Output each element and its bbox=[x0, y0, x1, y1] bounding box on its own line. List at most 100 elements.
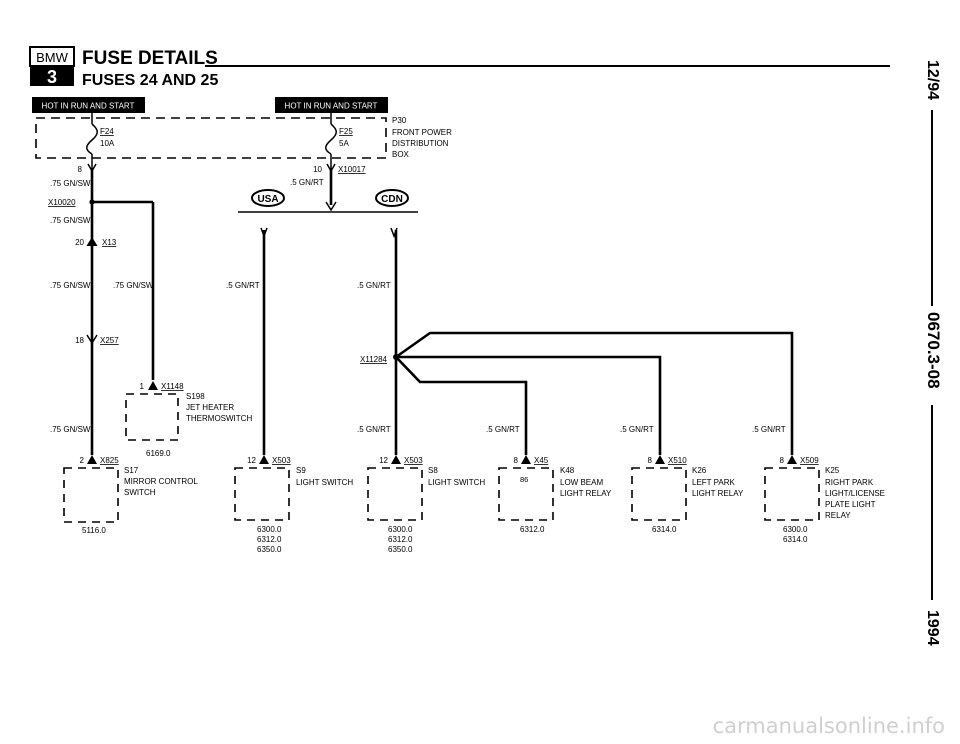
watermark: carmanualsonline.info bbox=[713, 714, 945, 738]
fuse-box-p30 bbox=[35, 117, 387, 159]
side-labels: 12/94 0670.3-08 1994 bbox=[924, 60, 943, 646]
k25-ref-2: 6314.0 bbox=[783, 535, 808, 544]
x1148-pin: 1 bbox=[140, 382, 145, 391]
s9-connector: X503 bbox=[272, 456, 291, 465]
wire-label-f25: .5 GN/RT bbox=[290, 178, 324, 187]
x257-pin: 18 bbox=[75, 336, 84, 345]
k25-ref-1: 6300.0 bbox=[783, 525, 808, 534]
k48-desc-1: LOW BEAM bbox=[560, 478, 603, 487]
k48-ref-1: 6312.0 bbox=[520, 525, 545, 534]
fuse-f24-name: F24 bbox=[100, 127, 114, 136]
banner-right-text: HOT IN RUN AND START bbox=[285, 102, 378, 111]
x825-mark bbox=[87, 455, 97, 464]
k48-inner-pin: 86 bbox=[520, 475, 528, 484]
page-subtitle: FUSES 24 AND 25 bbox=[82, 72, 218, 89]
s17-desc-2: SWITCH bbox=[124, 488, 156, 497]
s8-id: S8 bbox=[428, 466, 438, 475]
s9-ref-2: 6312.0 bbox=[257, 535, 282, 544]
side-doc-number: 0670.3-08 bbox=[924, 312, 943, 389]
s198-ref: 6169.0 bbox=[146, 449, 171, 458]
k26-pin: 8 bbox=[648, 456, 653, 465]
s17-pin: 2 bbox=[80, 456, 85, 465]
k25-desc-4: RELAY bbox=[825, 511, 851, 520]
fuse-box-desc-1: FRONT POWER bbox=[392, 128, 452, 137]
s8-ref-1: 6300.0 bbox=[388, 525, 413, 534]
fuse-f24-rating: 10A bbox=[100, 139, 115, 148]
k48-box bbox=[498, 467, 554, 521]
k48-desc-2: LIGHT RELAY bbox=[560, 489, 612, 498]
side-year: 1994 bbox=[924, 610, 941, 646]
usa-marker bbox=[251, 189, 285, 207]
k48-conn-mark bbox=[521, 455, 531, 464]
fuse-box-desc-3: BOX bbox=[392, 150, 410, 159]
s17-id: S17 bbox=[124, 466, 139, 475]
wire-label-k25: .5 GN/RT bbox=[752, 425, 786, 434]
s9-pin: 12 bbox=[247, 456, 256, 465]
k26-desc-1: LEFT PARK bbox=[692, 478, 735, 487]
s9-conn-mark bbox=[259, 455, 269, 464]
s9-ref-1: 6300.0 bbox=[257, 525, 282, 534]
s17-desc-1: MIRROR CONTROL bbox=[124, 477, 198, 486]
splice-branches bbox=[395, 331, 794, 455]
connector-x13: X13 bbox=[102, 238, 117, 247]
s198-desc-2: THERMOSWITCH bbox=[186, 414, 252, 423]
s8-desc-1: LIGHT SWITCH bbox=[428, 478, 485, 487]
banner-left-text: HOT IN RUN AND START bbox=[42, 102, 135, 111]
fuse-box-desc-2: DISTRIBUTION bbox=[392, 139, 449, 148]
fuse-f25-rating: 5A bbox=[339, 139, 349, 148]
logo-bottom-text: 3 bbox=[47, 67, 57, 87]
k25-pin: 8 bbox=[780, 456, 785, 465]
k25-conn-mark bbox=[787, 455, 797, 464]
f25-pin: 10 bbox=[313, 165, 322, 174]
header: BMW 3 FUSE DETAILS FUSES 24 AND 25 bbox=[29, 46, 890, 89]
s8-pin: 12 bbox=[379, 456, 388, 465]
splice-x10020 bbox=[89, 199, 95, 205]
connector-x10017: X10017 bbox=[338, 165, 366, 174]
s198-id: S198 bbox=[186, 392, 205, 401]
k25-desc-2: LIGHT/LICENSE bbox=[825, 489, 885, 498]
connector-x825: X825 bbox=[100, 456, 119, 465]
wire-label-3: .75 GN/SW bbox=[50, 281, 91, 290]
x1148-mark bbox=[148, 381, 158, 390]
logo-box-bottom bbox=[30, 66, 74, 86]
connector-x11284: X11284 bbox=[360, 355, 388, 364]
s17-box bbox=[63, 467, 119, 523]
f24-pin: 8 bbox=[78, 165, 83, 174]
wire-label-s8: .5 GN/RT bbox=[357, 425, 391, 434]
s17-ref: 5116.0 bbox=[82, 526, 106, 535]
s8-connector: X503 bbox=[404, 456, 423, 465]
x257-mark bbox=[86, 334, 98, 345]
s198-desc-1: JET HEATER bbox=[186, 403, 234, 412]
x13-mark bbox=[86, 237, 98, 247]
fuse-f24 bbox=[86, 113, 98, 168]
s9-desc-1: LIGHT SWITCH bbox=[296, 478, 353, 487]
wire-label-5: .75 GN/SW bbox=[50, 425, 91, 434]
s8-conn-mark bbox=[391, 455, 401, 464]
s8-ref-3: 6350.0 bbox=[388, 545, 413, 554]
k25-desc-1: RIGHT PARK bbox=[825, 478, 874, 487]
k48-id: K48 bbox=[560, 466, 575, 475]
k26-desc-2: LIGHT RELAY bbox=[692, 489, 744, 498]
logo-top-text: BMW bbox=[36, 50, 69, 65]
k26-ref-1: 6314.0 bbox=[652, 525, 677, 534]
wire-label-k48: .5 GN/RT bbox=[486, 425, 520, 434]
k25-box bbox=[764, 467, 820, 521]
wire-label-4: .75 GN/SW bbox=[113, 281, 154, 290]
f25-split-mark bbox=[325, 201, 337, 212]
k48-connector: X45 bbox=[534, 456, 549, 465]
wire-label-2: .75 GN/SW bbox=[50, 216, 91, 225]
s8-ref-2: 6312.0 bbox=[388, 535, 413, 544]
fuse-f25 bbox=[325, 113, 337, 168]
connector-x1148: X1148 bbox=[161, 382, 184, 391]
k25-connector: X509 bbox=[800, 456, 819, 465]
k48-pin: 8 bbox=[514, 456, 519, 465]
wire-label-k26: .5 GN/RT bbox=[620, 425, 654, 434]
left-wires bbox=[90, 168, 155, 455]
cdn-marker bbox=[375, 189, 409, 207]
s198-box bbox=[125, 393, 179, 441]
connector-x257: X257 bbox=[100, 336, 119, 345]
wire-label-usa: .5 GN/RT bbox=[226, 281, 260, 290]
banner-left bbox=[32, 97, 145, 113]
fuse-f25-name: F25 bbox=[339, 127, 353, 136]
side-date: 12/94 bbox=[924, 60, 941, 100]
